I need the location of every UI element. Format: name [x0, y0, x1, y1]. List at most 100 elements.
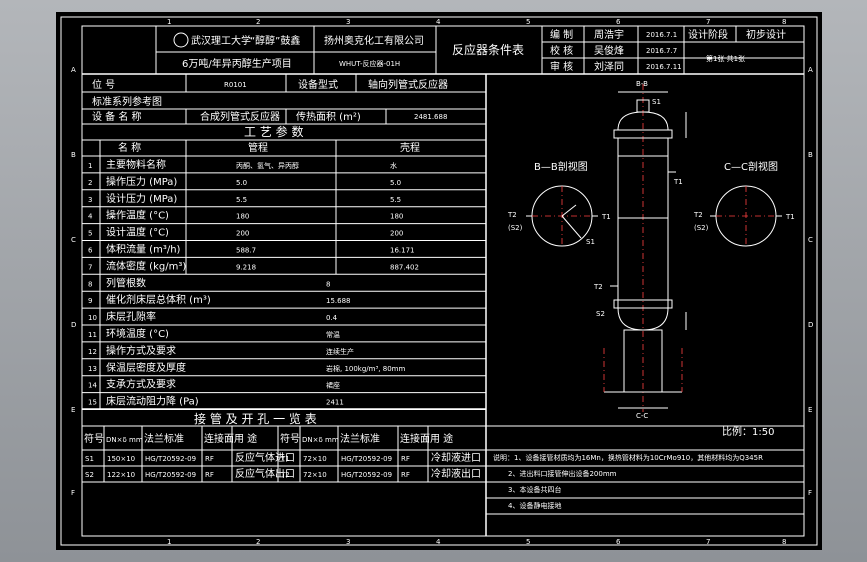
- nozzle-cell: S2: [85, 471, 94, 479]
- drawing-svg: 1 2 3 4 5 6 7 8 1 2 3 4 5 6 7 8 A B C D …: [60, 16, 818, 546]
- nozzle-header-cell: 连接面: [400, 432, 430, 445]
- row-name: 流体密度 (kg/m³): [106, 259, 186, 272]
- cc-label-t2: T2: [693, 211, 703, 219]
- row-tube-value: 常温: [326, 330, 340, 339]
- row-no: 8: [88, 280, 92, 288]
- bb-label-s1: S1: [586, 238, 595, 246]
- university-name: 武汉理工大学: [191, 34, 251, 47]
- top-head: [617, 111, 669, 131]
- row-name: 操作方式及要求: [106, 344, 176, 357]
- row-name: 设计温度 (°C): [106, 226, 169, 239]
- row-no: 12: [88, 348, 97, 356]
- nozzle-cell: HG/T20592-09: [145, 455, 196, 463]
- note-2: 3、本设备共四台: [508, 485, 561, 494]
- role-date-2: 2016.7.11: [646, 63, 682, 71]
- inner-frame: [81, 25, 805, 537]
- process-params-title: 工 艺 参 数: [244, 124, 303, 139]
- nozzle-cell: 冷却液进口: [431, 451, 481, 464]
- nozzle-header-cell: 符号: [280, 432, 300, 445]
- nozzle-cell: 反应气体出口: [235, 467, 295, 480]
- row-shell-value: 200: [390, 230, 403, 238]
- zone-col-2b: 2: [256, 538, 260, 546]
- zone-col-5b: 5: [526, 538, 530, 546]
- bb-label-t1: T1: [601, 213, 611, 221]
- row-shell-value: 5.0: [390, 179, 401, 187]
- row-name: 环境温度 (°C): [106, 327, 169, 340]
- nozzle-header-cell: DN×δ mm: [302, 436, 339, 444]
- row-no: 1: [88, 162, 92, 170]
- nozzle-cell: RF: [401, 455, 410, 463]
- row-tube-value: 岩棉, 100kg/m³, 80mm: [326, 364, 405, 373]
- nozzle-cell: HG/T20592-09: [341, 471, 392, 479]
- zone-row-f-r: F: [808, 489, 812, 497]
- label-t2: T2: [593, 283, 603, 291]
- zone-col-6: 6: [616, 18, 621, 26]
- view-bb-title: B—B剖视图: [534, 160, 588, 173]
- zone-col-2: 2: [256, 18, 260, 26]
- row-name: 设计压力 (MPa): [106, 192, 177, 205]
- row-tube-value: 裙座: [326, 381, 340, 390]
- notes-block: 说明：1、设备接管材质均为16Mn，换热管材料为10CrMo910，其他材料均为…: [486, 453, 804, 515]
- zone-row-c: C: [71, 236, 76, 244]
- row-tube-value: 5.0: [236, 179, 247, 187]
- drawing-number: WHUT-反应器-01H: [339, 59, 400, 68]
- label-t1: T1: [673, 178, 683, 186]
- role-name-1: 吴俊烽: [594, 44, 624, 57]
- label-cc-bottom: C-C: [636, 412, 648, 420]
- nozzle-cell: 150×10: [107, 455, 135, 463]
- row-shell-value: 16.171: [390, 247, 415, 255]
- zone-row-d: D: [71, 321, 76, 329]
- label-bb-top: B-B: [636, 80, 648, 88]
- name-label: 设 备 名 称: [92, 110, 142, 123]
- process-row: 12 操作方式及要求 连续生产: [88, 344, 354, 357]
- row-tube-value: 丙酮、氢气、异丙醇: [236, 161, 299, 170]
- nozzle-cell: T2: [280, 471, 290, 479]
- row-shell-value: 180: [390, 213, 403, 221]
- nozzle-cell: 122×10: [107, 471, 135, 479]
- row-name: 催化剂床层总体积 (m³): [106, 293, 211, 306]
- label-s1: S1: [652, 98, 661, 106]
- process-row: 5 设计温度 (°C) 200 200: [88, 226, 403, 239]
- zone-markers: 1 2 3 4 5 6 7 8 1 2 3 4 5 6 7 8 A B C D …: [71, 18, 813, 546]
- nozzle-cell: S1: [85, 455, 94, 463]
- row-no: 14: [88, 382, 97, 390]
- team-name: “醇醇”鼓鑫: [250, 34, 300, 47]
- project-name: 6万吨/年异丙醇生产项目: [182, 57, 292, 70]
- note-0: 说明：1、设备接管材质均为16Mn，换热管材料为10CrMo910，其他材料均为…: [493, 453, 763, 462]
- bb-label-s2: (S2): [508, 224, 523, 232]
- header-shell: 壳程: [400, 141, 420, 154]
- row-no: 5: [88, 230, 92, 238]
- nozzle-cell: T1: [280, 455, 290, 463]
- nozzle-cell: RF: [401, 471, 410, 479]
- zone-row-e-r: E: [808, 406, 812, 414]
- standard-label: 标准系列参考图: [92, 95, 162, 108]
- reactor-drawing: B-B S1 T1 T2 S2 C-C B—B剖视图: [507, 80, 795, 438]
- row-no: 7: [88, 263, 92, 271]
- zone-row-b-r: B: [808, 151, 813, 159]
- zone-row-a-r: A: [808, 66, 813, 74]
- nozzle-header-cell: 法兰标准: [340, 432, 380, 445]
- row-shell-value: 水: [390, 161, 397, 170]
- bb-label-t2: T2: [507, 211, 517, 219]
- row-tube-value: 连续生产: [326, 347, 354, 356]
- row-tube-value: 200: [236, 230, 249, 238]
- role-date-0: 2016.7.1: [646, 31, 677, 39]
- row-name: 支承方式及要求: [106, 378, 176, 391]
- zone-col-3b: 3: [346, 538, 350, 546]
- nozzle-header-cell: 连接面: [204, 432, 234, 445]
- zone-col-4b: 4: [436, 538, 441, 546]
- nozzle-cell: 72×10: [303, 471, 327, 479]
- zone-col-1b: 1: [167, 538, 171, 546]
- zone-row-e: E: [71, 406, 75, 414]
- zone-row-a: A: [71, 66, 76, 74]
- role-label-0: 编 制: [550, 28, 573, 41]
- note-3: 4、设备静电接地: [508, 501, 561, 510]
- stage-value: 初步设计: [746, 28, 786, 41]
